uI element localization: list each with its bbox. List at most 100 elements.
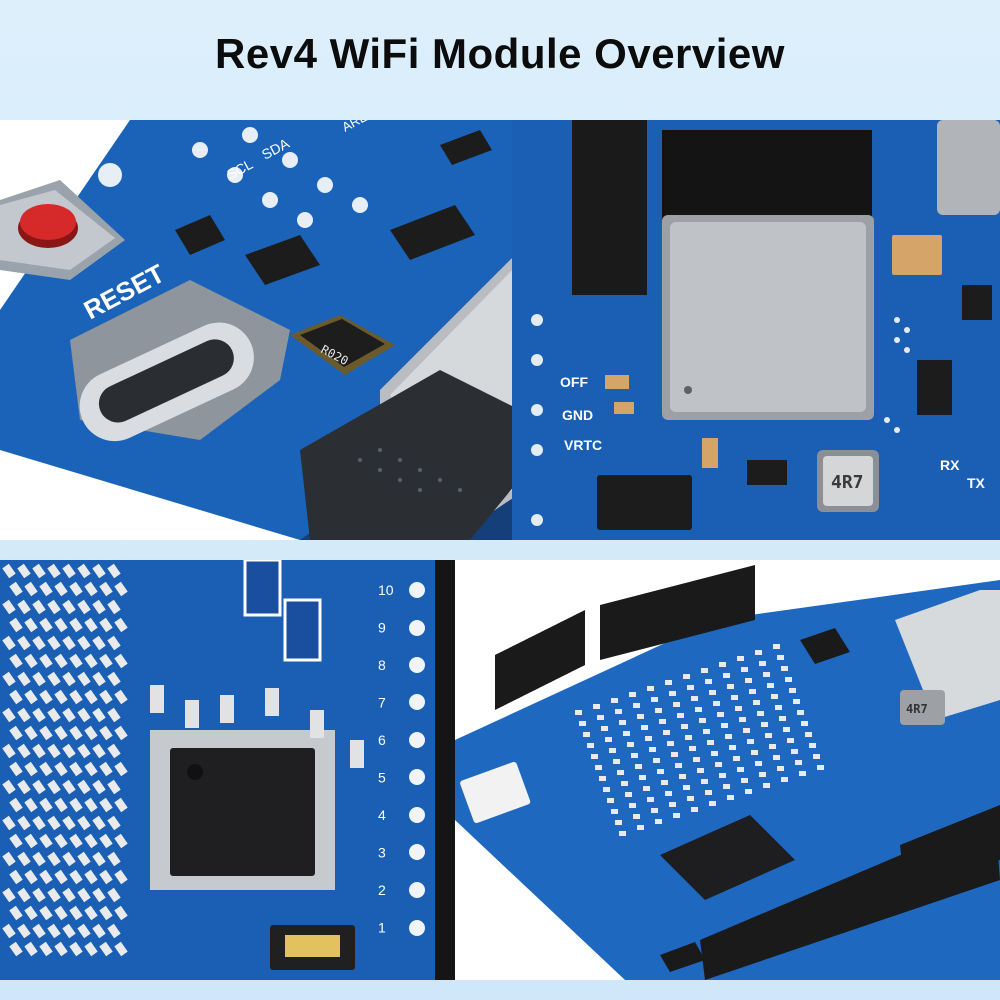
led bbox=[2, 671, 16, 687]
current-sense-resistor: R020 bbox=[290, 315, 395, 375]
led bbox=[47, 563, 61, 579]
tx-label: TX bbox=[967, 475, 986, 491]
led bbox=[24, 797, 38, 813]
led bbox=[683, 674, 690, 679]
led bbox=[595, 765, 602, 770]
led bbox=[637, 825, 644, 830]
led bbox=[583, 732, 590, 737]
led bbox=[809, 743, 816, 748]
led bbox=[17, 851, 31, 867]
led bbox=[62, 779, 76, 795]
led bbox=[114, 725, 128, 741]
led bbox=[759, 661, 766, 666]
led bbox=[69, 725, 83, 741]
led bbox=[2, 635, 16, 651]
led bbox=[9, 869, 23, 885]
led bbox=[32, 599, 46, 615]
led bbox=[781, 777, 788, 782]
led bbox=[685, 735, 692, 740]
led bbox=[107, 671, 121, 687]
led bbox=[47, 779, 61, 795]
led bbox=[691, 696, 698, 701]
led bbox=[92, 671, 106, 687]
pin-number-label: 10 bbox=[378, 582, 394, 598]
led bbox=[615, 709, 622, 714]
led bbox=[615, 820, 622, 825]
led bbox=[39, 905, 53, 921]
led bbox=[757, 711, 764, 716]
vrtc-label: VRTC bbox=[564, 437, 602, 453]
photo-usb-reset-closeup: RESET SCL SDA AREF R020 bbox=[0, 120, 585, 540]
led bbox=[687, 685, 694, 690]
led bbox=[99, 581, 113, 597]
led bbox=[655, 708, 662, 713]
led bbox=[611, 698, 618, 703]
led bbox=[763, 672, 770, 677]
led bbox=[645, 736, 652, 741]
led bbox=[621, 781, 628, 786]
led bbox=[667, 741, 674, 746]
led bbox=[2, 815, 16, 831]
led bbox=[39, 941, 53, 957]
led bbox=[17, 887, 31, 903]
led bbox=[114, 689, 128, 705]
antenna-block bbox=[572, 120, 647, 295]
led bbox=[17, 563, 31, 579]
led bbox=[681, 724, 688, 729]
led bbox=[39, 869, 53, 885]
led bbox=[9, 725, 23, 741]
led bbox=[47, 923, 61, 939]
led bbox=[651, 697, 658, 702]
led bbox=[9, 905, 23, 921]
led bbox=[99, 689, 113, 705]
led bbox=[69, 941, 83, 957]
led bbox=[24, 941, 38, 957]
led bbox=[691, 807, 698, 812]
led bbox=[783, 727, 790, 732]
led bbox=[719, 662, 726, 667]
led bbox=[789, 688, 796, 693]
led bbox=[84, 761, 98, 777]
led bbox=[107, 743, 121, 759]
led bbox=[92, 887, 106, 903]
led bbox=[663, 730, 670, 735]
led bbox=[62, 887, 76, 903]
led bbox=[813, 754, 820, 759]
led bbox=[47, 887, 61, 903]
led bbox=[62, 671, 76, 687]
led bbox=[599, 776, 606, 781]
led bbox=[609, 748, 616, 753]
led bbox=[591, 754, 598, 759]
led bbox=[107, 779, 121, 795]
led bbox=[39, 797, 53, 813]
led bbox=[24, 581, 38, 597]
led bbox=[24, 617, 38, 633]
led bbox=[721, 723, 728, 728]
pin-number-label: 8 bbox=[378, 657, 386, 673]
led-matrix bbox=[2, 563, 128, 957]
inductor-component: 4R7 bbox=[817, 450, 879, 512]
led bbox=[114, 617, 128, 633]
led bbox=[625, 792, 632, 797]
led bbox=[114, 653, 128, 669]
led bbox=[703, 729, 710, 734]
led bbox=[587, 743, 594, 748]
led bbox=[655, 819, 662, 824]
led bbox=[9, 653, 23, 669]
led bbox=[107, 815, 121, 831]
led bbox=[47, 635, 61, 651]
led bbox=[17, 923, 31, 939]
led bbox=[54, 581, 68, 597]
led bbox=[653, 758, 660, 763]
led bbox=[579, 721, 586, 726]
led bbox=[705, 790, 712, 795]
pin-number-label: 5 bbox=[378, 770, 386, 786]
led bbox=[755, 761, 762, 766]
led bbox=[84, 869, 98, 885]
led bbox=[69, 797, 83, 813]
led bbox=[679, 774, 686, 779]
led bbox=[665, 791, 672, 796]
led bbox=[54, 941, 68, 957]
led bbox=[745, 789, 752, 794]
led bbox=[647, 686, 654, 691]
